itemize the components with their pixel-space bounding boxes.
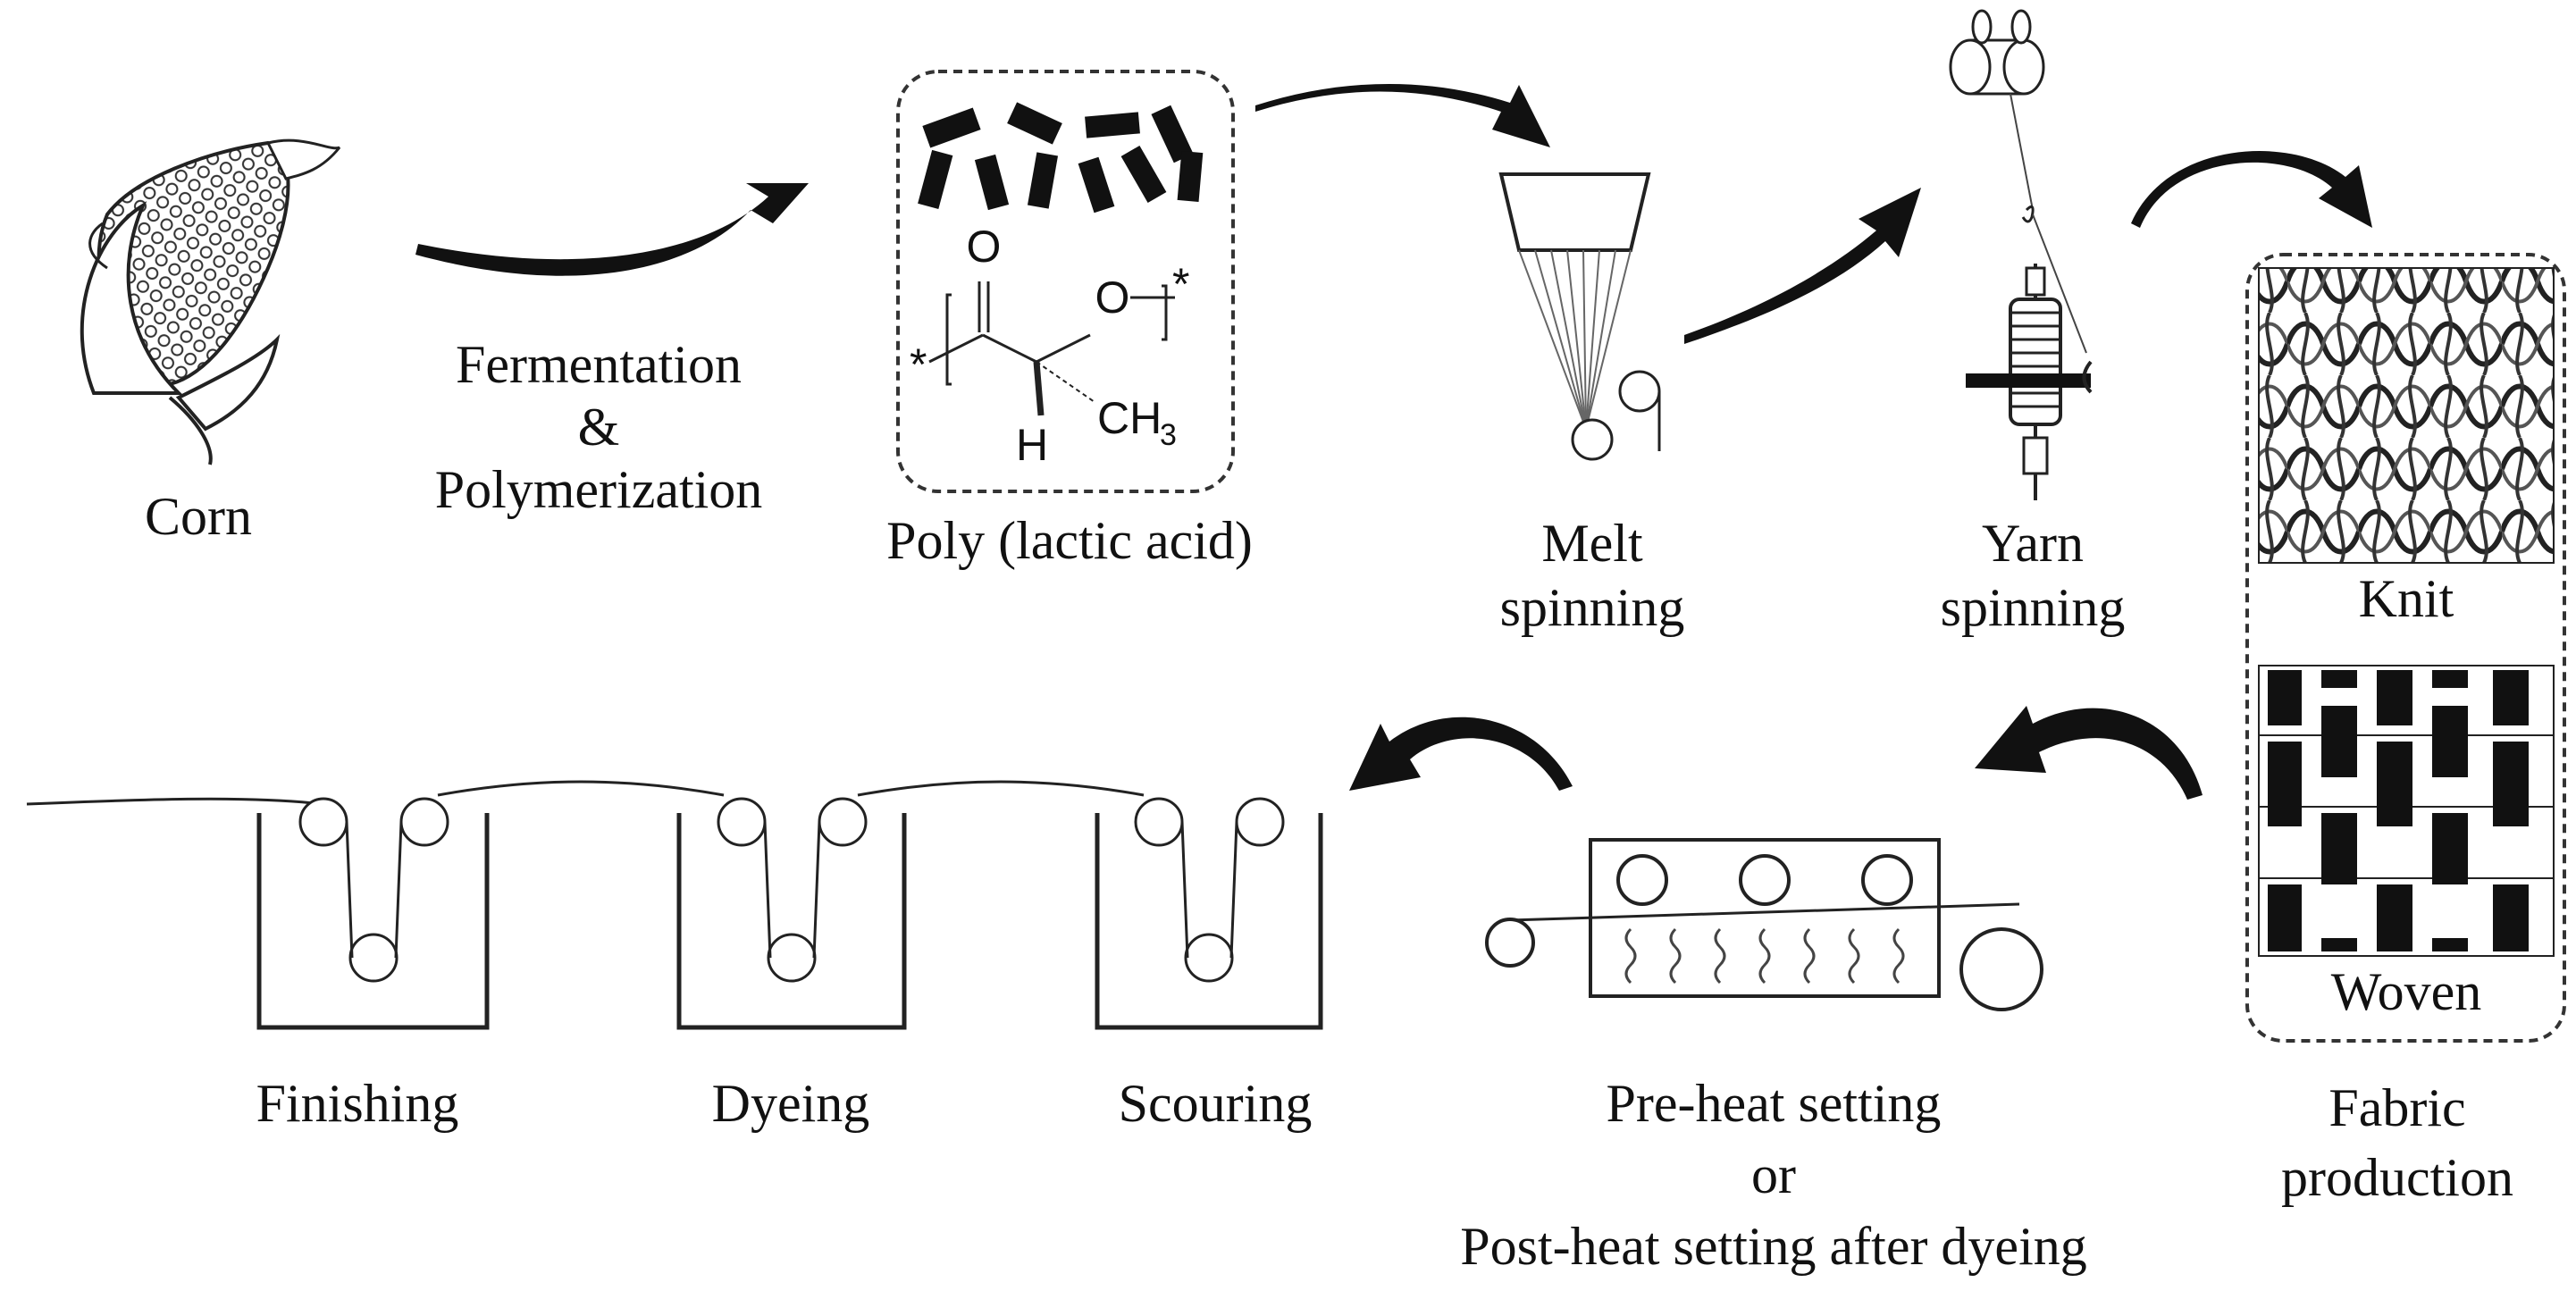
- arrow-to-heat-setting: [1975, 706, 2203, 800]
- woven-pattern-icon: [2258, 665, 2555, 957]
- pla-label: Poly (lactic acid): [886, 511, 1253, 570]
- yarn-spinning-icon: [1949, 9, 2093, 500]
- arrow-to-melt-spinning: [1255, 83, 1550, 147]
- knit-pattern-icon: [2258, 267, 2555, 564]
- melt-label-2: spinning: [1500, 578, 1685, 637]
- pla-structure: O O H CH 3 * *: [910, 222, 1189, 470]
- fabric-box: [2245, 253, 2566, 1043]
- heat-label-3: Post-heat setting after dyeing: [1460, 1217, 2086, 1276]
- end-star-right: *: [1172, 259, 1189, 309]
- arrow-to-scouring: [1349, 717, 1573, 791]
- fermentation-label-3: Polymerization: [435, 460, 763, 519]
- methyl-label: CH: [1097, 393, 1162, 443]
- woven-label: Woven: [2331, 962, 2481, 1021]
- corn-icon: [80, 138, 341, 465]
- end-star-left: *: [910, 339, 927, 390]
- fabric-label-2: production: [2281, 1148, 2513, 1207]
- finishing-label: Finishing: [256, 1074, 459, 1133]
- knit-label: Knit: [2359, 569, 2454, 628]
- spinneret-icon: [1498, 172, 1661, 461]
- arrow-to-yarn-spinning: [1684, 188, 1921, 344]
- methyl-subscript: 3: [1160, 418, 1177, 452]
- arrow-to-fabric: [2131, 151, 2372, 228]
- heat-label-1: Pre-heat setting: [1607, 1074, 1942, 1133]
- pla-granules-icon: [918, 102, 1204, 214]
- yarn-label-1: Yarn: [1982, 514, 2084, 573]
- melt-label-1: Melt: [1541, 514, 1643, 573]
- scouring-label: Scouring: [1119, 1074, 1313, 1133]
- bath-icon: [26, 780, 1323, 1030]
- pla-box: [896, 70, 1235, 493]
- corn-label: Corn: [145, 487, 252, 546]
- fermentation-label-2: &: [578, 398, 620, 457]
- dyeing-label: Dyeing: [712, 1074, 870, 1133]
- hydrogen-label: H: [1016, 420, 1048, 470]
- yarn-label-2: spinning: [1941, 578, 2126, 637]
- ester-o: O: [1095, 272, 1130, 323]
- carbonyl-o: O: [967, 222, 1002, 272]
- arrow-fermentation: [415, 183, 809, 276]
- heat-setting-icon: [1485, 838, 2043, 1011]
- heat-label-2: or: [1751, 1145, 1796, 1204]
- fermentation-label-1: Fermentation: [456, 335, 742, 394]
- fabric-label-1: Fabric: [2328, 1078, 2465, 1137]
